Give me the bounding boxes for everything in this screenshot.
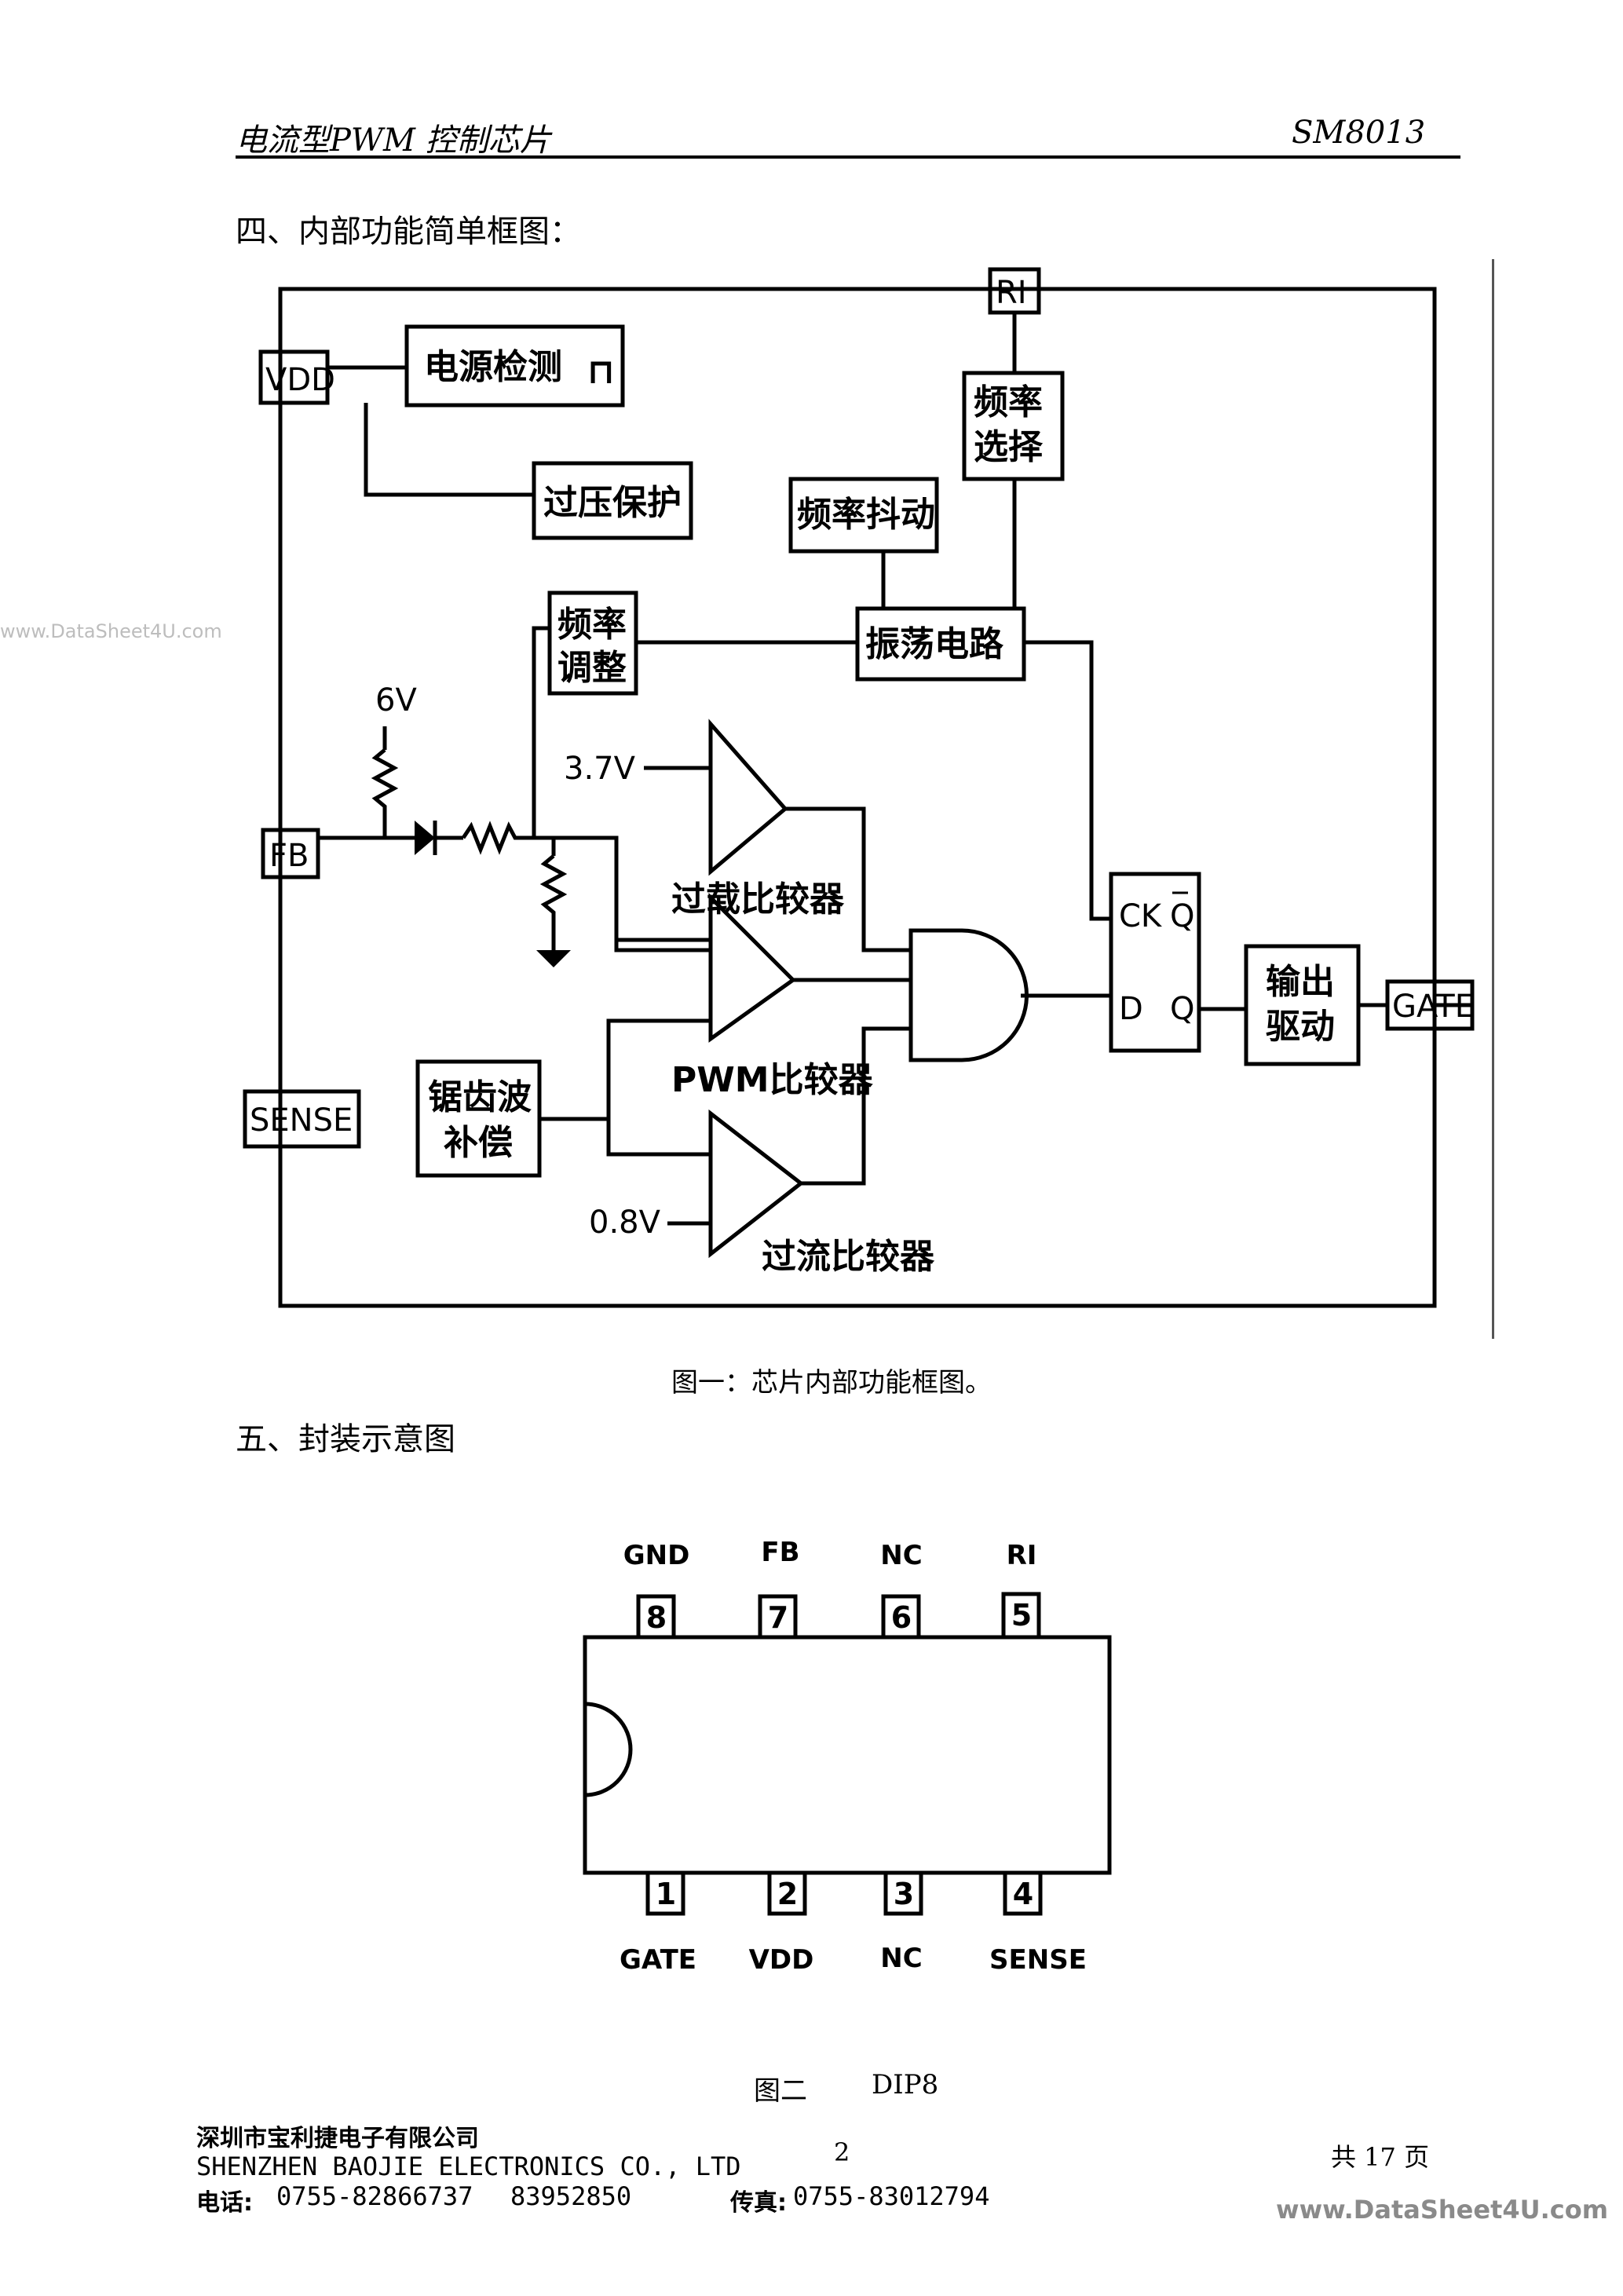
power-detect-symbol: ⊓ [587,352,615,392]
pin-vdd-label: VDD [265,362,335,398]
ff-q-label: Q [1170,991,1194,1027]
section4-heading: 四、内部功能简单框图： [236,214,581,250]
header-model: SM8013 [1292,115,1426,151]
pin-5-box [1001,1592,1041,1640]
pin-4-name: SENSE [989,1944,1087,1976]
overcurrent-comparator [708,1109,805,1259]
dip8-package: 8 7 6 5 1 2 3 4 GND FB NC RI GATE VDD NC… [583,1537,1112,1976]
oscillator-label: 振荡电路 [865,624,1004,664]
pin-5-name: RI [1007,1540,1037,1571]
package-body [583,1635,1112,1875]
footer-tel-value2: 83952850 [510,2181,632,2211]
pwm-comparator [708,892,796,1043]
pin-6-name: NC [880,1540,922,1571]
ramp-comp-label-1: 锯齿波 [428,1077,532,1117]
pin-vdd [258,349,330,405]
pin-1-number: 1 [656,1877,676,1911]
pin-8-box [636,1594,676,1640]
pin-4-number: 4 [1013,1877,1033,1911]
pin-6-number: 6 [891,1600,912,1635]
ground-symbol [536,950,571,967]
freq-select-label-1: 频率 [974,382,1043,422]
pin-1-box [645,1870,685,1916]
package-notch [584,1702,633,1797]
page-edge-rule [1492,259,1494,1339]
overload-comparator-label: 过载比较器 [671,879,845,919]
pin-6-box [881,1594,921,1640]
pin-7-name: FB [761,1537,799,1568]
pin-8-number: 8 [646,1600,667,1635]
pin-1-name: GATE [620,1944,696,1976]
header-title: 电流型PWM 控制芯片 [236,122,551,159]
output-drive-label-2: 驱动 [1266,1007,1335,1047]
footer-tel-value: 0755-82866737 [276,2181,473,2211]
and-gate [908,928,1029,1062]
label-3-7v: 3.7V [564,751,636,787]
overcurrent-comparator-label: 过流比较器 [762,1237,935,1277]
pin-sense-label: SENSE [250,1102,353,1139]
ff-ck-label: CK [1119,898,1163,934]
pin-2-box [767,1870,807,1916]
freq-adjust-label-2: 调整 [557,648,627,688]
footer-fax-label: 传真: [730,2189,787,2217]
pin-fb [261,828,320,879]
pin-3-number: 3 [894,1877,914,1911]
ramp-comp-label-2: 补偿 [444,1123,513,1163]
diode-symbol [415,821,435,855]
section5-heading: 五、封装示意图 [236,1421,455,1457]
pin-7-box [758,1594,798,1640]
over-voltage-block [532,461,693,540]
overload-comparator [708,718,788,876]
pin-fb-label: FB [269,838,309,874]
pin-4-box [1003,1870,1043,1916]
flipflop-block [1109,872,1201,1053]
footer-company-cn: 深圳市宝利捷电子有限公司 [196,2125,479,2152]
watermark-left: www.DataSheet4U.com [0,620,222,642]
output-drive-label-1: 输出 [1266,962,1335,1002]
figure1-caption: 图一：芯片内部功能框图。 [671,1367,992,1398]
pin-3-name: NC [880,1943,922,1974]
footer-tel-label: 电话: [196,2189,253,2217]
pin-5-number: 5 [1011,1598,1032,1632]
power-detect-label: 电源检测 [424,347,562,387]
freq-select-label-2: 选择 [974,427,1044,467]
watermark-right: www.DataSheet4U.com [1276,2195,1609,2225]
label-0-8v: 0.8V [589,1205,661,1241]
pin-2-name: VDD [749,1944,814,1976]
pin-gate-label: GATE [1392,989,1475,1025]
over-voltage-label: 过压保护 [543,483,682,523]
footer-fax-value: 0755-83012794 [793,2181,990,2211]
figure2-caption-label: 图二 [754,2075,807,2107]
header-rule [236,155,1460,159]
pwm-comparator-label: PWM比较器 [671,1060,874,1100]
freq-jitter-label: 频率抖动 [797,495,935,535]
figure2-caption-type: DIP8 [872,2069,939,2100]
freq-adjust-label-1: 频率 [557,605,627,645]
pin-3-box [883,1870,923,1916]
chip-frame [278,287,1437,1308]
block-diagram: 电源检测 ⊓ 过压保护 频率抖动 频率 选择 频率 调整 振荡电路 锯齿波 补偿… [243,267,1475,1308]
pin-sense [243,1089,361,1149]
pin-7-number: 7 [768,1600,788,1635]
ff-qbar-label: Q [1170,898,1194,934]
footer-company-en: SHENZHEN BAOJIE ELECTRONICS CO., LTD [196,2152,741,2181]
freq-jitter-block [788,477,939,554]
footer-page-total: 共 17 页 [1331,2142,1430,2172]
pin-ri-label: RI [996,275,1027,311]
ff-d-label: D [1119,991,1143,1027]
pin-8-name: GND [623,1540,690,1571]
pin-2-number: 2 [777,1877,798,1911]
footer-page-number: 2 [834,2137,850,2167]
label-6v: 6V [375,682,417,718]
